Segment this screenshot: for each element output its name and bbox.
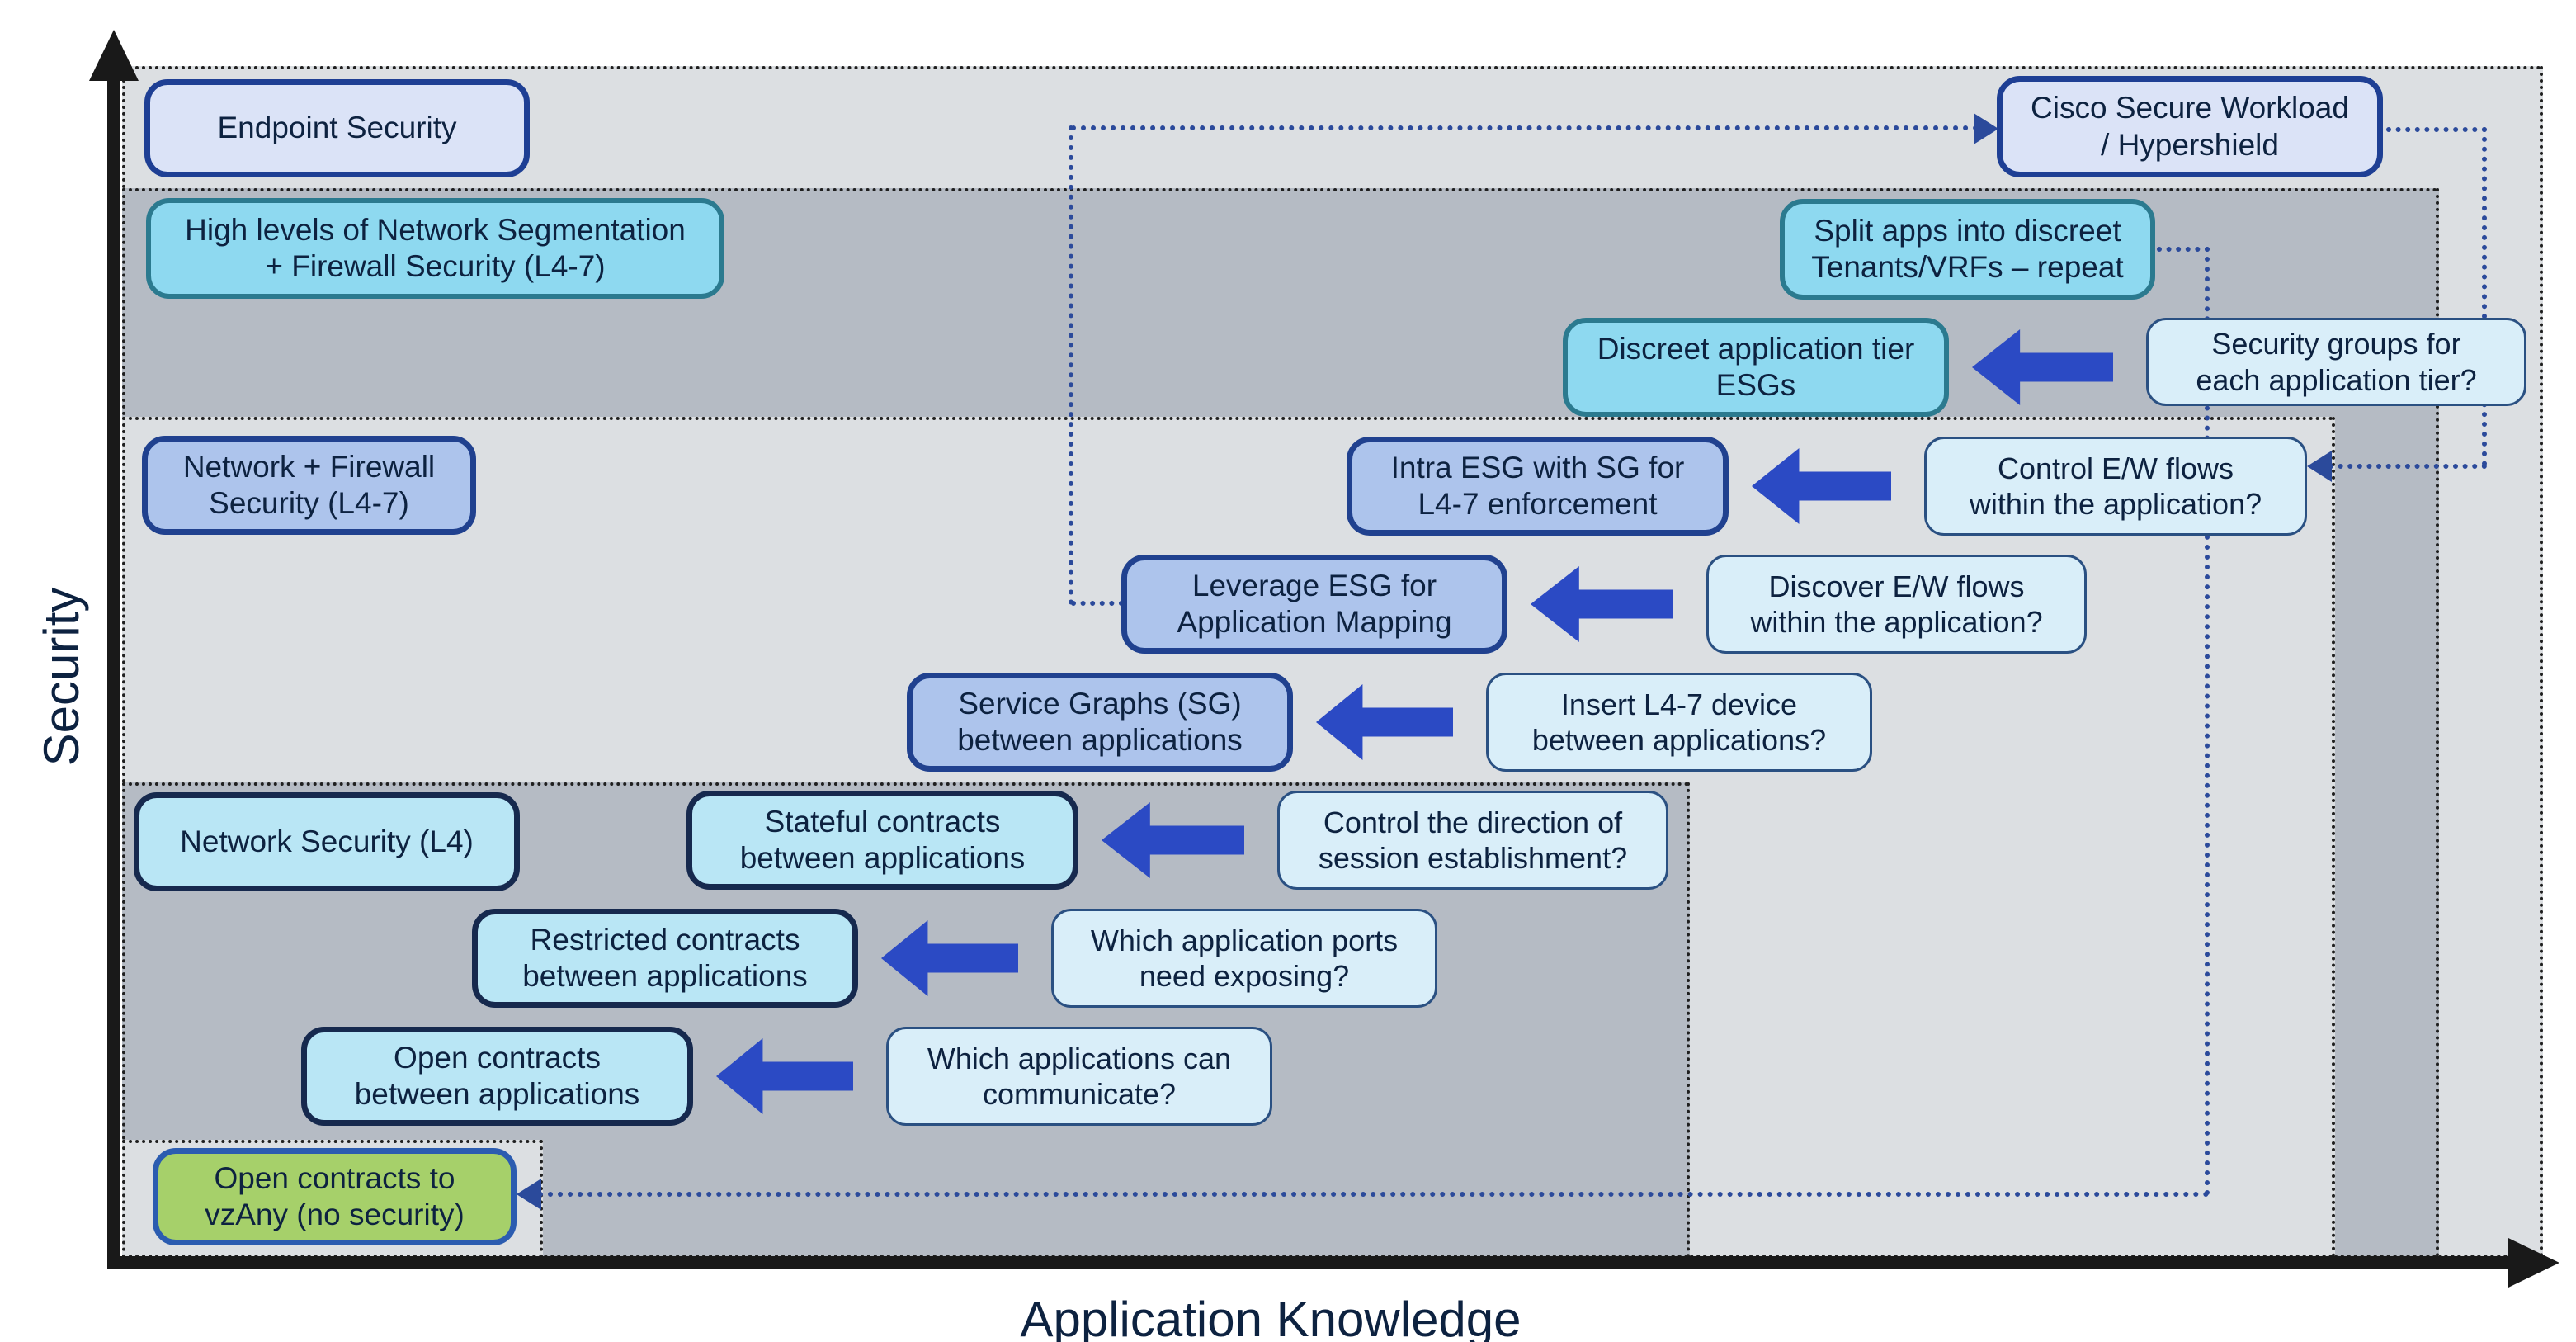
question-discover-ew-flows: Discover E/W flows within the applicatio… bbox=[1706, 555, 2087, 654]
dotted-line-cisco-to-control-ew bbox=[2328, 464, 2487, 469]
y-axis-label: Security bbox=[34, 587, 89, 767]
box-restricted-contracts: Restricted contracts between application… bbox=[472, 909, 858, 1008]
box-network-security-l4: Network Security (L4) bbox=[134, 792, 520, 891]
box-stateful-contracts: Stateful contracts between applications bbox=[686, 791, 1078, 890]
dotted-line-split-apps-to-vzany bbox=[2205, 247, 2210, 1196]
question-security-groups: Security groups for each application tie… bbox=[2146, 318, 2526, 406]
y-axis bbox=[107, 76, 120, 1269]
dotted-line-cisco-to-control-ew bbox=[2482, 127, 2487, 466]
question-which-ports: Which application ports need exposing? bbox=[1051, 909, 1437, 1008]
box-endpoint-security: Endpoint Security bbox=[144, 79, 530, 177]
dotted-line-cisco-to-control-ew bbox=[2386, 127, 2487, 132]
x-axis bbox=[107, 1256, 2513, 1269]
box-vzany: Open contracts to vzAny (no security) bbox=[153, 1148, 517, 1245]
box-discreet-esgs: Discreet application tier ESGs bbox=[1563, 318, 1949, 417]
dotted-line-leverage-to-cisco bbox=[1071, 601, 1124, 606]
box-open-contracts: Open contracts between applications bbox=[301, 1027, 693, 1126]
box-high-segmentation: High levels of Network Segmentation + Fi… bbox=[146, 198, 724, 299]
question-control-ew-flows: Control E/W flows within the application… bbox=[1924, 437, 2307, 536]
question-which-apps: Which applications can communicate? bbox=[886, 1027, 1272, 1126]
box-network-firewall: Network + Firewall Security (L4-7) bbox=[142, 436, 476, 535]
box-cisco-secure-workload: Cisco Secure Workload / Hypershield bbox=[1997, 76, 2383, 177]
box-intra-esg: Intra ESG with SG for L4-7 enforcement bbox=[1347, 437, 1729, 536]
question-insert-l47-device: Insert L4-7 device between applications? bbox=[1486, 673, 1872, 772]
question-control-direction: Control the direction of session establi… bbox=[1277, 791, 1668, 890]
box-leverage-esg: Leverage ESG for Application Mapping bbox=[1121, 555, 1507, 654]
box-split-apps: Split apps into discreet Tenants/VRFs – … bbox=[1780, 199, 2155, 300]
x-axis-label: Application Knowledge bbox=[1020, 1292, 1522, 1342]
box-service-graphs: Service Graphs (SG) between applications bbox=[907, 673, 1293, 772]
dotted-line-leverage-to-cisco bbox=[1071, 125, 1979, 130]
dotted-line-split-apps-to-vzany bbox=[538, 1192, 2210, 1197]
dotted-line-leverage-to-cisco bbox=[1069, 125, 1073, 605]
dotted-line-split-apps-to-vzany bbox=[2157, 247, 2210, 252]
y-axis-arrow-icon bbox=[89, 30, 139, 81]
